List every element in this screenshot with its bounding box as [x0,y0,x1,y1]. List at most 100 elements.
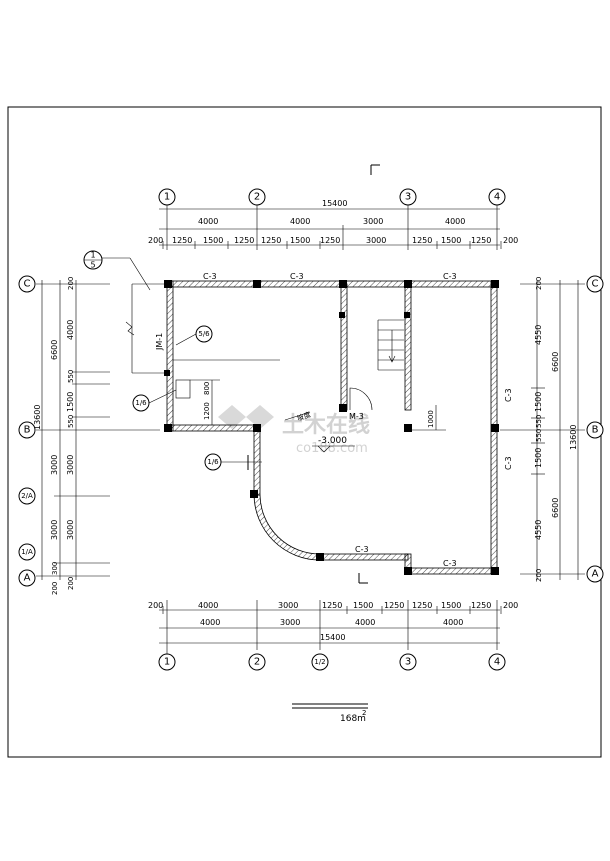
area-superscript: 2 [362,709,366,717]
dim-local-800: 800 [203,382,211,395]
watermark-logo-icon [218,405,274,429]
dim-right-mid: 6600 [551,352,560,372]
dim-left-inner: 200 [67,277,75,290]
dim-top-total: 15400 [322,199,347,208]
dim-top-mid-4: 4000 [445,217,465,226]
axis-bubble-label: 1 [164,657,170,668]
dim-left-total: 13600 [33,405,42,430]
section-callout-3: 1/6 [207,458,219,466]
dim-bottom-mid: 4000 [200,618,220,627]
axis-bubble-label: 2 [254,657,260,668]
axis-bubble-label: C [24,279,31,290]
dim-left-inner: 550 [67,415,75,428]
dim-top-inner: 1250 [261,236,281,245]
dim-left-inner: 550 [67,370,75,383]
dim-top-inner: 200 [148,236,163,245]
dim-bottom-total: 15400 [320,633,345,642]
dim-left-inner: 3000 [66,520,75,540]
dim-right-mid: 6600 [551,498,560,518]
section-callout-2: 1/6 [135,399,147,407]
dim-bottom-inner: 1500 [353,601,373,610]
axis-bubble-label: 1 [164,192,170,203]
window-c3-label: C-3 [443,272,457,281]
door-jm1-label: JM-1 [155,333,164,351]
dim-right-inner: 550 [535,429,543,442]
dim-top-inner: 1250 [172,236,192,245]
dim-top-mid-2: 4000 [290,217,310,226]
window-c3-label: C-3 [290,272,304,281]
dim-bottom-inner: 4000 [198,601,218,610]
dim-bottom-inner: 1250 [384,601,404,610]
stair-well: M-3 [340,283,412,421]
section-mark-bottom [358,573,368,584]
dim-bottom-inner: 1250 [412,601,432,610]
axis-bubble-label: A [24,573,31,584]
window-c3-label: C-3 [443,559,457,568]
axis-bubble-label: 2 [254,192,260,203]
watermark-en-text: co188.com [296,441,368,456]
door-swing [349,387,373,411]
dim-left-inner: 4000 [66,320,75,340]
axis-bubble-label: 3 [405,192,411,203]
dim-left-mid: 3000 [50,520,59,540]
right-dimensions: 200 4550 1500 550 550 1500 4550 200 6600… [500,277,585,582]
window-c3-label: C-3 [504,456,513,470]
axis-bubble-label: 4 [494,192,500,203]
dim-local-1000: 1000 [427,410,435,428]
axis-bubble-label: B [592,425,599,436]
dim-bottom-inner: 200 [148,601,163,610]
left-dimensions: 13600 6600 3000 3000 300 200 200 4000 55… [33,277,160,595]
entrance-area: JM-1 [125,283,280,399]
bottom-axis-bubbles: 1 2 1/2 3 4 [158,650,506,671]
dim-bottom-mid: 4000 [355,618,375,627]
dim-bottom-inner: 3000 [278,601,298,610]
dim-bottom-inner: 1250 [471,601,491,610]
dim-top-inner: 1500 [290,236,310,245]
dim-bottom-mid: 3000 [280,618,300,627]
dim-bottom-inner: 200 [503,601,518,610]
axis-bubble-label: B [24,425,31,436]
left-axis-bubbles: C B 2/A 1/A A [18,275,36,587]
bottom-dimensions: 200 4000 3000 1250 1500 1250 1250 1500 1… [148,600,518,650]
dim-top-inner: 1250 [412,236,432,245]
axis-bubble-label: A [592,569,599,580]
dim-bottom-inner: 1500 [441,601,461,610]
section-callout-1: 5/6 [198,330,210,338]
dim-bottom-inner: 1250 [322,601,342,610]
dim-bottom-mid: 4000 [443,618,463,627]
dim-right-inner: 200 [535,569,543,582]
dim-right-inner: 1500 [534,392,543,412]
dim-local-1200: 1200 [203,402,211,420]
dim-top-inner: 1250 [471,236,491,245]
dim-left-inner: 3000 [66,455,75,475]
axis-bubble-label: 1/2 [314,658,325,666]
detail-callout-bottom: 5 [90,261,95,270]
dim-left-mid: 3000 [50,455,59,475]
detail-callout-top: 1 [90,251,95,260]
local-dims: 800 1200 1000 [190,379,446,431]
dim-right-inner: 550 [535,415,543,428]
window-labels: C-3 C-3 C-3 C-3 C-3 C-3 C-3 [203,272,513,568]
dim-left-mid: 300 [51,562,59,575]
dim-top-inner: 1250 [320,236,340,245]
door-m3-label: M-3 [349,412,364,421]
dim-top-inner: 1500 [441,236,461,245]
axis-bubble-label: C [592,279,599,290]
dim-left-mid: 200 [51,582,59,595]
dim-top-mid-1: 4000 [198,217,218,226]
axis-bubble-label: 1/A [21,548,33,556]
top-dimensions: 15400 4000 4000 3000 4000 200 1250 1500 … [148,199,518,250]
axis-bubble-label: 3 [405,657,411,668]
dim-left-inner: 200 [67,577,75,590]
dim-right-inner: 200 [535,277,543,290]
dim-top-mid-3: 3000 [363,217,383,226]
dim-right-inner: 1500 [534,448,543,468]
window-c3-label: C-3 [203,272,217,281]
dim-right-inner: 4550 [534,520,543,540]
watermark: 土木在线 co188.com [218,405,370,456]
right-axis-bubbles: C B A [586,275,604,583]
columns [164,280,499,575]
dim-top-inner: 200 [503,236,518,245]
section-mark-top [370,164,380,175]
axis-bubble-label: 4 [494,657,500,668]
